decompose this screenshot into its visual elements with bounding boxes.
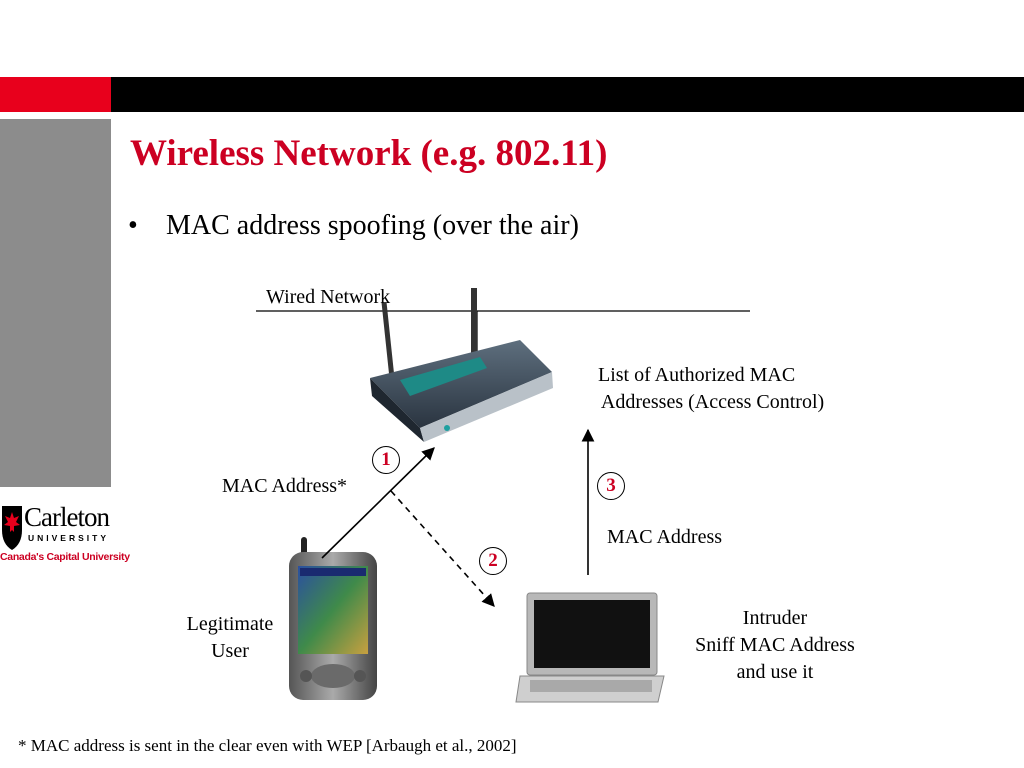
- step-3-badge: 3: [597, 472, 625, 500]
- bullet-point: • MAC address spoofing (over the air): [128, 210, 579, 242]
- intruder-line3: and use it: [736, 661, 814, 683]
- wireless-router: [370, 288, 553, 442]
- mac-address-star-label: MAC Address*: [222, 475, 348, 497]
- maple-shield-icon: [2, 506, 22, 550]
- legitimate-user-label: Legitimate User: [170, 611, 290, 665]
- acl-label-line2: Addresses (Access Control): [597, 391, 825, 413]
- bullet-marker: •: [128, 210, 138, 241]
- step-2-badge: 2: [479, 547, 507, 575]
- bullet-text: MAC address spoofing (over the air): [166, 210, 579, 241]
- wired-network-label: Wired Network: [266, 286, 391, 308]
- logo-wordmark: Carleton: [24, 502, 110, 532]
- header-bar-red: [0, 77, 111, 112]
- carleton-logo: Carleton UNIVERSITY Canada's Capital Uni…: [0, 500, 130, 570]
- step-1-badge: 1: [372, 446, 400, 474]
- arrow-mac-to-router: [321, 447, 435, 559]
- legit-line2: User: [211, 640, 249, 662]
- mac-address-label: MAC Address: [607, 526, 723, 548]
- logo-subtitle: UNIVERSITY: [28, 533, 110, 543]
- acl-label-line1: List of Authorized MAC: [598, 364, 796, 386]
- laptop-device: [515, 592, 665, 703]
- intruder-label: Intruder Sniff MAC Address and use it: [670, 605, 880, 686]
- sidebar-panel: [0, 119, 111, 487]
- slide-title: Wireless Network (e.g. 802.11): [130, 133, 608, 174]
- pda-device: [289, 537, 377, 700]
- footnote: * MAC address is sent in the clear even …: [18, 736, 517, 755]
- logo-tagline: Canada's Capital University: [0, 551, 130, 563]
- header-bar-black: [111, 77, 1024, 112]
- arrow-sniff-dashed: [390, 490, 495, 607]
- intruder-line1: Intruder: [742, 607, 808, 629]
- intruder-line2: Sniff MAC Address: [695, 634, 855, 656]
- legit-line1: Legitimate: [186, 613, 274, 635]
